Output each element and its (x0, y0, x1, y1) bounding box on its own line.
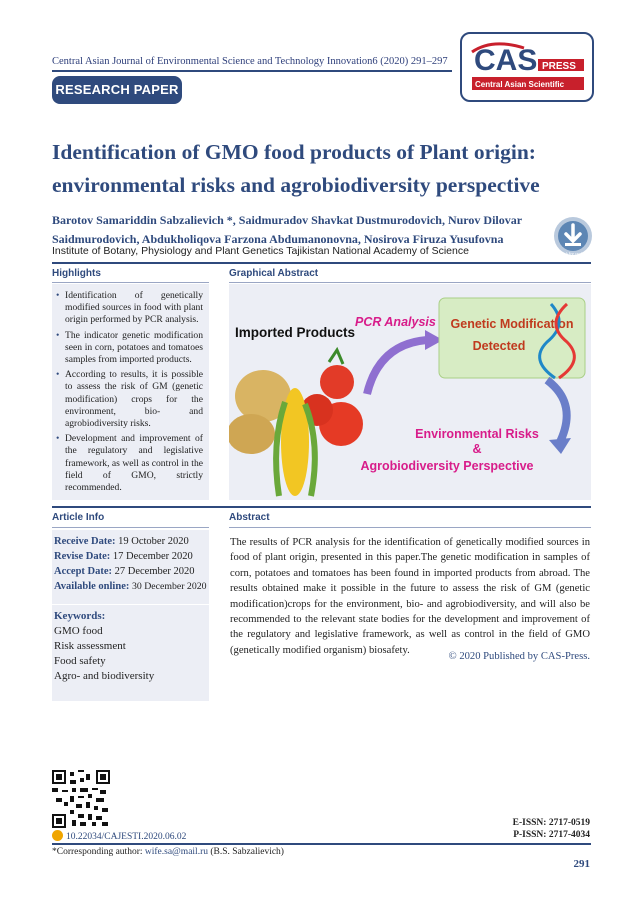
imported-products-label: Imported Products (235, 325, 355, 340)
keyword-item: GMO food (54, 625, 103, 637)
accept-date-value: 27 December 2020 (114, 566, 195, 577)
revise-date-value: 17 December 2020 (112, 551, 193, 562)
author-list: Barotov Samariddin Sabzalievich *, Saidm… (52, 213, 522, 246)
doi-text: 10.22034/CAJESTI.2020.06.02 (66, 832, 187, 842)
pissn: P-ISSN: 2717-4034 (513, 830, 590, 840)
corresponding-suffix: (B.S. Sabzalievich) (210, 847, 284, 857)
receive-date-label: Receive Date: (54, 536, 116, 547)
corresponding-author: *Corresponding author: wife.sa@mail.ru (… (52, 847, 284, 857)
eissn: E-ISSN: 2717-0519 (512, 818, 590, 828)
highlights-panel: Identification of genetically modified s… (52, 284, 209, 500)
journal-citation: Central Asian Journal of Environmental S… (52, 56, 448, 67)
highlight-item: Identification of genetically modified s… (56, 290, 203, 327)
highlights-rule (52, 282, 209, 283)
logo-main-text: CAS (474, 44, 537, 77)
receive-date-row: Receive Date: 19 October 2020 (52, 534, 209, 549)
accept-date-row: Accept Date: 27 December 2020 (52, 564, 209, 579)
qr-code-icon (52, 770, 110, 828)
highlight-item: Development and improvement of the regul… (56, 433, 203, 494)
graphical-abstract-heading: Graphical Abstract (229, 268, 319, 279)
keywords-heading: Keywords: (54, 610, 106, 622)
highlight-item: The indicator genetic modification seen … (56, 330, 203, 367)
logo-sub-text: Central Asian Scientific (475, 80, 565, 89)
qr-code[interactable] (52, 770, 110, 828)
receive-date-value: 19 October 2020 (118, 536, 189, 547)
keyword-item: Food safety (54, 655, 106, 667)
env-label-line3: Agrobiodiversity Perspective (361, 459, 534, 473)
gm-label-line2: Detected (473, 339, 526, 353)
cas-logo-icon: CAS PRESS Central Asian Scientific (471, 42, 584, 90)
gm-label-line1: Genetic Modification (451, 317, 574, 331)
copyright-notice: © 2020 Published by CAS-Press. (448, 651, 590, 662)
abstract-heading: Abstract (229, 512, 270, 523)
highlights-list: Identification of genetically modified s… (52, 284, 209, 494)
page-number: 291 (573, 858, 591, 870)
highlights-heading: Highlights (52, 268, 101, 279)
publisher-logo[interactable]: CAS PRESS Central Asian Scientific (460, 32, 594, 102)
keyword-item: Risk assessment (54, 640, 126, 652)
doi-icon (52, 830, 63, 841)
article-info-heading: Article Info (52, 512, 105, 523)
accept-date-label: Accept Date: (54, 566, 113, 577)
abstract-rule (229, 527, 591, 528)
check-updates-button[interactable]: Check for updates (553, 216, 593, 258)
highlight-item: According to results, it is possible to … (56, 369, 203, 430)
env-label-line2: & (472, 442, 481, 456)
article-info-rule (52, 527, 209, 528)
online-date-row: Available online: 30 December 2020 (52, 579, 209, 594)
env-label-line1: Environmental Risks (415, 427, 539, 441)
revise-date-row: Revise Date: 17 December 2020 (52, 549, 209, 564)
header-rule (52, 70, 452, 72)
online-date-value: 30 December 2020 (131, 581, 207, 592)
doi-link[interactable]: 10.22034/CAJESTI.2020.06.02 (52, 830, 186, 842)
keyword-item: Agro- and biodiversity (54, 670, 155, 682)
affiliation: Institute of Botany, Physiology and Plan… (52, 245, 469, 257)
check-updates-label: Check for updates (556, 252, 590, 257)
gm-detected-panel (438, 297, 586, 379)
graphical-abstract-rule (229, 282, 591, 283)
article-type-badge: RESEARCH PAPER (52, 76, 182, 104)
footer-rule (52, 843, 591, 845)
mid-rule (52, 506, 591, 508)
arrow-icon (363, 336, 428, 396)
keywords-panel: Keywords: GMO food Risk assessment Food … (52, 605, 209, 701)
download-icon: Check for updates (554, 217, 592, 257)
author-email-link[interactable]: wife.sa@mail.ru (144, 847, 208, 857)
arrow-down-icon (544, 376, 571, 446)
title-rule (52, 262, 591, 264)
corresponding-prefix: *Corresponding author: (52, 847, 143, 857)
revise-date-label: Revise Date: (54, 551, 111, 562)
pcr-analysis-label: PCR Analysis (355, 315, 436, 329)
article-title: Identification of GMO food products of P… (52, 140, 540, 197)
article-info-panel: Receive Date: 19 October 2020 Revise Dat… (52, 530, 209, 604)
produce-illustration (227, 346, 363, 497)
online-date-label: Available online: (54, 581, 130, 592)
graphical-abstract-figure: Imported Products PCR Analysis Genetic M… (227, 284, 591, 500)
logo-press-text: PRESS (542, 61, 576, 72)
graphical-abstract-illustration: Imported Products PCR Analysis Genetic M… (227, 297, 586, 497)
abstract-text: The results of PCR analysis for the iden… (230, 537, 590, 656)
